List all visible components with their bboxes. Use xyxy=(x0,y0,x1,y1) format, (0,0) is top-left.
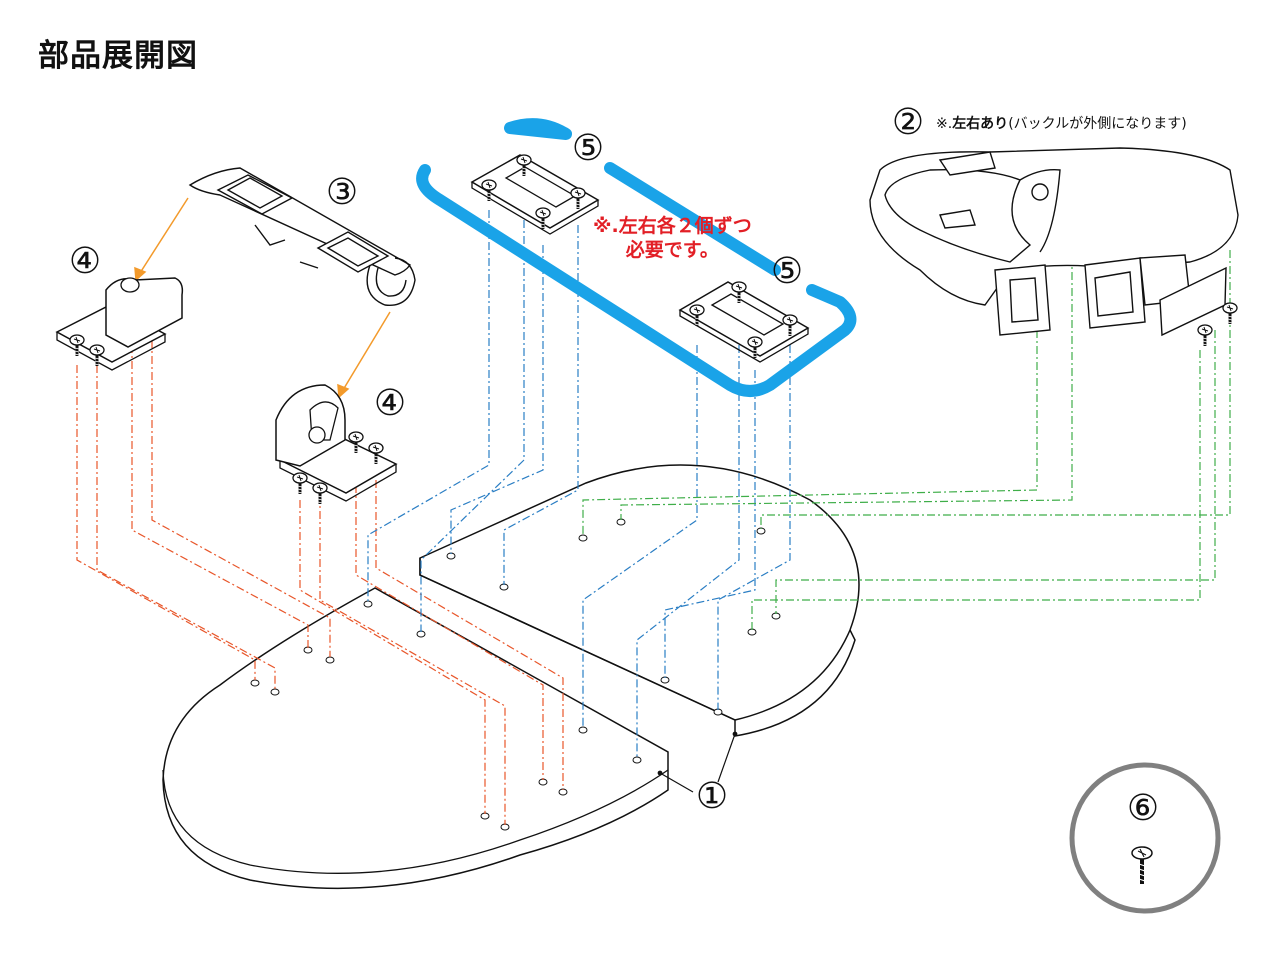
label-part-4-left: ④ xyxy=(69,241,101,282)
note-part-5-line2: 必要です。 xyxy=(625,239,719,261)
leader-lines xyxy=(657,731,738,793)
label-part-4-middle: ④ xyxy=(374,383,406,424)
hinge-bottom xyxy=(678,280,810,363)
belt-assembly xyxy=(869,147,1239,348)
small-strap xyxy=(188,167,416,306)
hinge-highlight-outline xyxy=(416,118,857,397)
label-part-5-top: ⑤ xyxy=(572,128,604,169)
screw-callout-circle xyxy=(1069,762,1221,914)
red-guide-lines xyxy=(76,340,564,825)
page-title: 部品展開図 xyxy=(38,38,198,74)
label-part-3: ③ xyxy=(326,172,358,213)
screw-icon xyxy=(1131,846,1153,884)
label-part-1: ① xyxy=(696,776,728,817)
label-part-6: ⑥ xyxy=(1127,788,1159,829)
note-part-5: ※.左右各２個ずつ 必要です。 xyxy=(593,214,752,262)
bracket-middle xyxy=(275,384,398,506)
note-part-5-line1: ※.左右各２個ずつ xyxy=(593,215,752,237)
hinge-top xyxy=(470,153,600,235)
orange-arrows xyxy=(134,197,391,399)
base-board-left xyxy=(162,587,669,890)
note-part-2: ※.左右あり(バックルが外側になります) xyxy=(936,116,1187,132)
label-part-5-bottom: ⑤ xyxy=(771,251,803,292)
bracket-left xyxy=(55,277,184,371)
label-part-2: ② xyxy=(892,102,924,143)
green-guide-lines xyxy=(582,240,1231,630)
blue-guide-lines xyxy=(367,210,791,758)
